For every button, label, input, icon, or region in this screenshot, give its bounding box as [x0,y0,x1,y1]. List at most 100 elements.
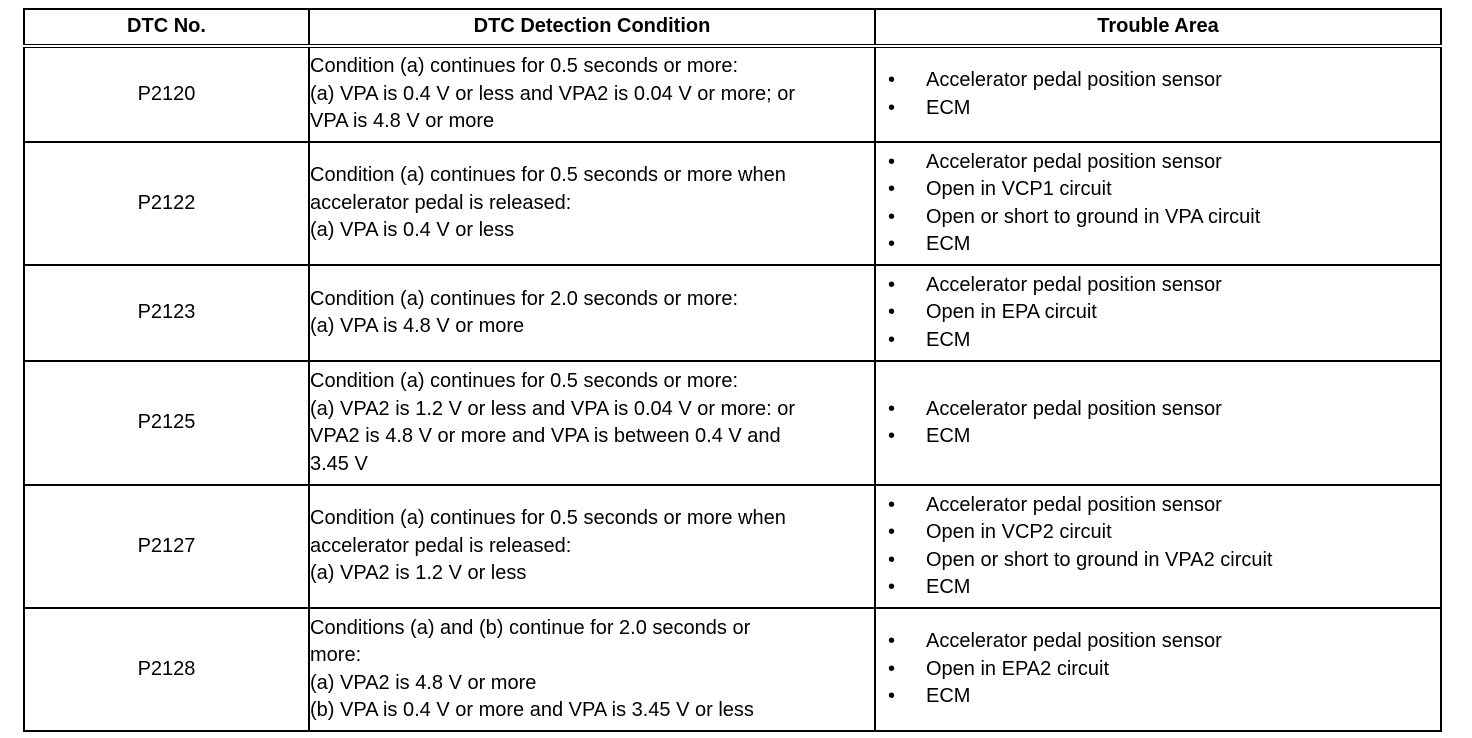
trouble-area-text: ECM [926,685,971,708]
trouble-area-text: ECM [926,328,971,351]
header-trouble-area: Trouble Area [874,8,1442,48]
condition-line: Conditions (a) and (b) continue for 2.0 … [310,616,751,639]
bullet-icon: • [888,273,896,296]
condition-line: Condition (a) continues for 0.5 seconds … [310,164,786,187]
condition-line: 3.45 V [310,452,368,475]
trouble-area-cell: • Accelerator pedal position sensor • ECM [874,360,1442,486]
bullet-icon: • [888,397,896,420]
bullet-icon: • [888,205,896,228]
bullet-icon: • [888,521,896,543]
trouble-area-text: Accelerator pedal position sensor [926,397,1222,420]
detection-condition-cell: Condition (a) continues for 0.5 seconds … [308,360,876,486]
condition-line: more: [310,644,362,666]
trouble-area-text: Accelerator pedal position sensor [926,273,1222,296]
table-row: P2123 Condition (a) continues for 2.0 se… [23,264,1442,362]
table-row: P2128 Conditions (a) and (b) continue fo… [23,607,1442,732]
bullet-icon: • [888,96,896,119]
trouble-area-list: • Accelerator pedal position sensor • ECM [876,396,1440,451]
trouble-area-item: •Accelerator pedal position sensor [876,67,1440,95]
trouble-area-item: • Open in VCP1 circuit [876,176,1440,204]
bullet-icon: • [888,548,896,571]
trouble-area-text: Accelerator pedal position sensor [926,150,1222,173]
trouble-area-list: •Accelerator pedal position sensor •Open… [876,628,1440,711]
condition-line: VPA2 is 4.8 V or more and VPA is between… [310,425,781,447]
header-detection-condition: DTC Detection Condition [308,8,876,48]
trouble-area-item: • ECM [876,683,1440,711]
bullet-icon: • [888,69,896,91]
trouble-area-list: • Accelerator pedal position sensor • Open… [876,272,1440,355]
condition-line: accelerator pedal is released: [310,534,572,557]
condition-line: (a) VPA is 4.8 V or more [310,315,525,337]
table-row: P2127 Condition (a) continues for 0.5 se… [23,484,1442,609]
condition-line: Condition (a) continues for 0.5 seconds … [310,507,786,530]
trouble-area-item: • ECM [876,574,1440,602]
table-row: P2120 Condition (a) continues for 0.5 se… [23,45,1442,143]
condition-line: Condition (a) continues for 0.5 seconds … [310,370,738,392]
trouble-area-item: • ECM [876,327,1440,355]
trouble-area-text: Accelerator pedal position sensor [926,493,1222,516]
bullet-icon: • [888,685,896,708]
header-dtc-no: DTC No. [23,8,310,48]
bullet-icon: • [888,150,896,173]
trouble-area-item: • Accelerator pedal position sensor [876,396,1440,424]
detection-condition-cell: Condition (a) continues for 0.5 seconds … [308,45,876,143]
dtc-code-cell: P2125 [23,360,310,486]
trouble-area-list: •Accelerator pedal position sensor •ECM [876,67,1440,122]
trouble-area-text: Open in VCP1 circuit [926,178,1112,200]
trouble-area-item: • ECM [876,423,1440,451]
condition-line: VPA is 4.8 V or more [310,110,495,133]
dtc-code-cell: P2127 [23,484,310,609]
bullet-icon: • [888,576,896,598]
table-row: P2125 Condition (a) continues for 0.5 se… [23,360,1442,486]
trouble-area-item: •Open in EPA2 circuit [876,656,1440,684]
dtc-code-cell: P2122 [23,141,310,266]
header-row: DTC No. DTC Detection Condition Trouble … [23,8,1442,48]
condition-line: (b) VPA is 0.4 V or more and VPA is 3.45… [310,699,754,721]
condition-line: Condition (a) continues for 2.0 seconds … [310,287,738,310]
detection-condition-cell: Condition (a) continues for 0.5 seconds … [308,484,876,609]
trouble-area-list: • Accelerator pedal position sensor • Open… [876,492,1440,602]
bullet-icon: • [888,493,896,516]
trouble-area-list: •Accelerator pedal position sensor •Open… [876,149,1440,259]
trouble-area-cell: •Accelerator pedal position sensor •ECM [874,45,1442,143]
trouble-area-item: • Accelerator pedal position sensor [876,492,1440,520]
trouble-area-text: ECM [926,233,971,255]
bullet-icon: • [888,301,896,324]
trouble-area-cell: •Accelerator pedal position sensor •Open… [874,141,1442,266]
dtc-code-cell: P2123 [23,264,310,362]
bullet-icon: • [888,178,896,200]
trouble-area-text: Open in VCP2 circuit [926,521,1112,543]
detection-condition-cell: Condition (a) continues for 0.5 seconds … [308,141,876,266]
trouble-area-item: • Accelerator pedal position sensor [876,149,1440,177]
condition-line: (a) VPA2 is 1.2 V or less [310,562,527,585]
trouble-area-text: Open in EPA circuit [926,301,1097,324]
trouble-area-text: Open or short to ground in VPA2 circuit [926,548,1273,571]
condition-line: (a) VPA2 is 4.8 V or more [310,671,537,694]
trouble-area-item: • Open in EPA circuit [876,299,1440,327]
trouble-area-cell: • Accelerator pedal position sensor • Open… [874,484,1442,609]
condition-line: Condition (a) continues for 0.5 seconds … [310,55,738,78]
bullet-icon: • [888,328,896,351]
trouble-area-item: • Accelerator pedal position sensor [876,272,1440,300]
table-body: P2120 Condition (a) continues for 0.5 se… [23,45,1442,732]
trouble-area-cell: •Accelerator pedal position sensor •Open… [874,607,1442,732]
condition-line: (a) VPA is 0.4 V or less and VPA2 is 0.0… [310,82,796,105]
dtc-table: DTC No. DTC Detection Condition Trouble … [23,8,1442,732]
condition-line: (a) VPA is 0.4 V or less [310,219,515,242]
trouble-area-cell: • Accelerator pedal position sensor • Open… [874,264,1442,362]
bullet-icon: • [888,233,896,255]
trouble-area-item: •ECM [876,95,1440,123]
trouble-area-text: ECM [926,425,971,447]
trouble-area-text: ECM [926,576,971,598]
dtc-code-cell: P2128 [23,607,310,732]
bullet-icon: • [888,425,896,447]
table-row: P2122 Condition (a) continues for 0.5 se… [23,141,1442,266]
trouble-area-item: •Accelerator pedal position sensor [876,628,1440,656]
trouble-area-item: • Open or short to ground in VPA2 circuit [876,547,1440,575]
detection-condition-cell: Condition (a) continues for 2.0 seconds … [308,264,876,362]
condition-line: accelerator pedal is released: [310,191,572,214]
bullet-icon: • [888,630,896,653]
trouble-area-item: • Open in VCP2 circuit [876,519,1440,547]
trouble-area-item: • ECM [876,231,1440,259]
trouble-area-item: •Open or short to ground in VPA circuit [876,204,1440,232]
